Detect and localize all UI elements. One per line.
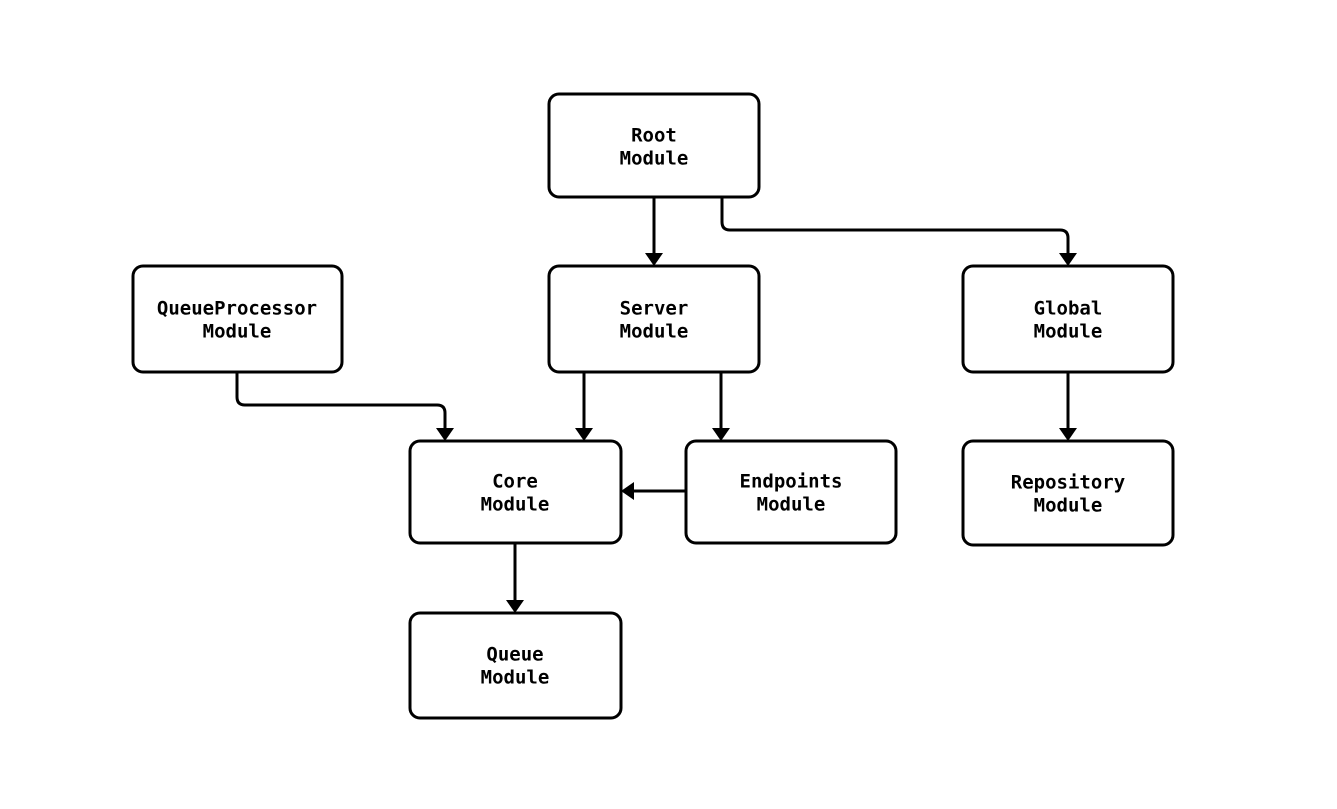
node-global-module[interactable]: Global Module [961, 264, 1175, 374]
node-label-line1: Server [620, 298, 689, 320]
arrowhead-down-icon [1059, 428, 1077, 441]
edge-server-to-endpoints [712, 372, 730, 441]
node-label-line1: QueueProcessor [157, 298, 317, 320]
edge-layer [235, 197, 1077, 613]
arrowhead-down-icon [436, 428, 454, 441]
node-label-line1: Global [1034, 298, 1103, 320]
arrowhead-down-icon [575, 428, 593, 441]
node-box[interactable] [408, 611, 623, 720]
node-queue-module[interactable]: Queue Module [408, 611, 623, 720]
node-box[interactable] [547, 264, 761, 374]
edge-root-to-server [645, 197, 663, 266]
node-label-line2: Module [203, 321, 272, 343]
arrowhead-down-icon [712, 428, 730, 441]
node-label-line1: Core [492, 471, 538, 493]
edge-line [720, 197, 1070, 253]
edge-endpoints-to-core [621, 482, 686, 500]
node-core-module[interactable]: Core Module [408, 439, 623, 545]
node-label-line2: Module [620, 148, 689, 170]
node-repository-module[interactable]: Repository Module [961, 439, 1175, 547]
node-box[interactable] [961, 264, 1175, 374]
node-box[interactable] [547, 92, 761, 199]
node-box[interactable] [961, 439, 1175, 547]
edge-line [235, 372, 447, 428]
node-box[interactable] [684, 439, 898, 545]
node-queueprocessor-module[interactable]: QueueProcessor Module [131, 264, 344, 374]
node-label-line2: Module [1034, 495, 1103, 517]
node-label-line2: Module [481, 494, 550, 516]
node-box[interactable] [408, 439, 623, 545]
node-label-line1: Endpoints [740, 471, 843, 493]
edge-queueprocessor-to-core [235, 372, 454, 441]
node-box[interactable] [131, 264, 344, 374]
arrowhead-down-icon [645, 253, 663, 266]
node-layer: Root Module QueueProcessor Module Server… [131, 92, 1175, 720]
node-label-line2: Module [757, 494, 826, 516]
node-label-line2: Module [620, 321, 689, 343]
arrowhead-down-icon [506, 600, 524, 613]
edge-core-to-queue [506, 543, 524, 613]
node-root-module[interactable]: Root Module [547, 92, 761, 199]
edge-root-to-global [720, 197, 1077, 266]
node-label-line2: Module [1034, 321, 1103, 343]
edge-server-to-core [575, 372, 593, 441]
node-label-line1: Queue [486, 644, 543, 666]
node-server-module[interactable]: Server Module [547, 264, 761, 374]
arrowhead-left-icon [621, 482, 634, 500]
node-label-line1: Repository [1011, 472, 1125, 494]
edge-global-to-repository [1059, 372, 1077, 441]
arrowhead-down-icon [1059, 253, 1077, 266]
node-label-line1: Root [631, 125, 677, 147]
node-endpoints-module[interactable]: Endpoints Module [684, 439, 898, 545]
node-label-line2: Module [481, 667, 550, 689]
